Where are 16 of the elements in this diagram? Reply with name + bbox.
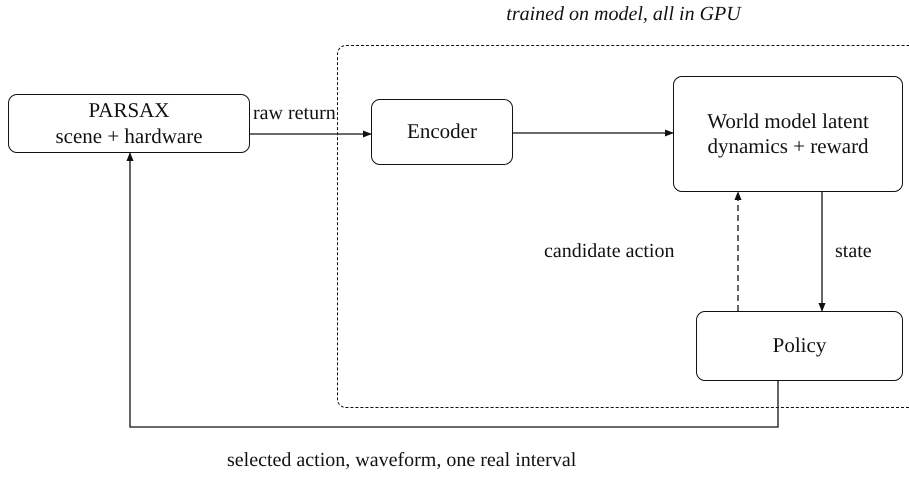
process-box <box>673 76 903 192</box>
region-title: trained on model, all in GPU <box>505 2 743 26</box>
edge-label: selected action, waveform, one real interval <box>226 449 578 471</box>
arrow <box>513 129 674 137</box>
arrow <box>250 130 372 138</box>
node-text: Encoder <box>407 119 477 145</box>
process-box <box>371 99 513 165</box>
node-text: World model latent dynamics + reward <box>706 108 870 160</box>
process-box <box>696 311 903 381</box>
arrow <box>126 152 779 428</box>
node-text: scene + hardware <box>55 124 203 149</box>
node-text: PARSAX <box>88 98 170 124</box>
node-text: Policy <box>772 333 826 359</box>
arrow <box>818 192 826 312</box>
arrow <box>734 191 742 311</box>
process-box <box>8 94 250 153</box>
